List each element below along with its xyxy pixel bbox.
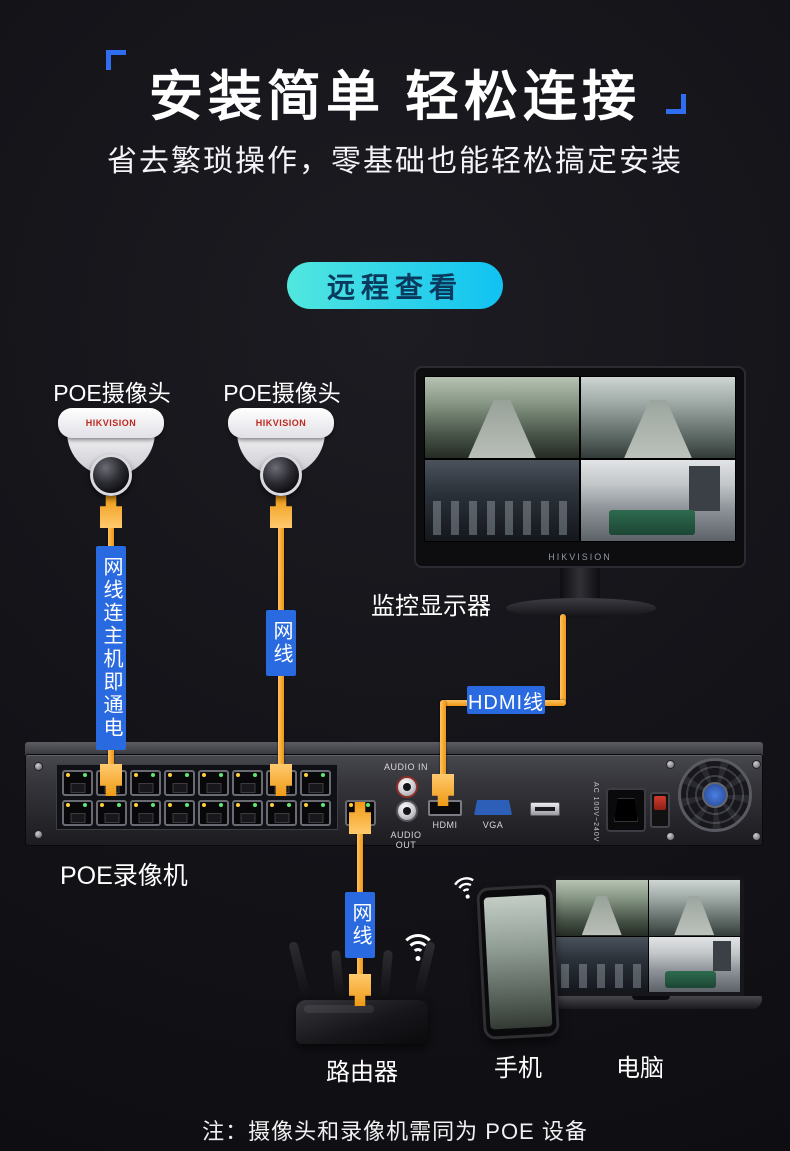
- router-antenna: [379, 949, 393, 1007]
- screw-icon: [666, 832, 675, 841]
- ethernet-port: [130, 770, 161, 796]
- camera-feed-2: [648, 880, 740, 936]
- ethernet-port: [232, 800, 263, 826]
- camera2-label: POE摄像头: [223, 380, 341, 406]
- screw-icon: [752, 760, 761, 769]
- rca-jack-icon: [396, 800, 418, 822]
- poe-camera-1: HIKVISION: [52, 408, 170, 498]
- cable1-tag: 网线连主机即通电: [96, 546, 126, 750]
- camera-brand-text: HIKVISION: [255, 418, 307, 428]
- camera-feed-3: [425, 460, 579, 541]
- ethernet-port: [266, 800, 297, 826]
- ethernet-port: [164, 770, 195, 796]
- router-antenna: [331, 949, 345, 1007]
- road-graphic: [581, 895, 622, 936]
- camera-cap: HIKVISION: [228, 408, 334, 438]
- screw-icon: [34, 762, 43, 771]
- phone-screen: [483, 894, 553, 1030]
- vga-port-label: VGA: [482, 820, 504, 830]
- hdmi-port-label: HDMI: [432, 820, 458, 830]
- poe-camera-2: HIKVISION: [222, 408, 340, 498]
- road-graphic: [674, 895, 715, 936]
- monitor-stand-neck: [560, 566, 600, 602]
- camera1-label: POE摄像头: [53, 380, 171, 406]
- ethernet-port: [96, 800, 127, 826]
- ethernet-port-grid: [62, 770, 331, 826]
- router: [288, 940, 436, 1044]
- wifi-icon: [398, 934, 438, 966]
- monitor-label: 监控显示器: [371, 593, 491, 620]
- screw-icon: [34, 830, 43, 839]
- ethernet-port: [198, 800, 229, 826]
- router-label: 路由器: [326, 1059, 398, 1086]
- hdmi-cable-tag: HDMI线: [467, 686, 545, 714]
- footer-note: 注：摄像头和录像机需同为 POE 设备: [202, 1119, 588, 1144]
- smartphone: [476, 884, 560, 1040]
- camera-lens-icon: [90, 454, 132, 496]
- monitor-brand-text: HIKVISION: [548, 552, 612, 562]
- camera-feed-4: [648, 936, 740, 992]
- phone-label: 手机: [494, 1055, 542, 1082]
- ethernet-port: [300, 800, 331, 826]
- camera-lens-icon: [260, 454, 302, 496]
- screw-icon: [752, 832, 761, 841]
- router-body: [296, 1000, 428, 1044]
- ethernet-port: [300, 770, 331, 796]
- ethernet-port: [62, 770, 93, 796]
- hdmi-cable-segment: [560, 614, 566, 704]
- hdmi-cable-segment: [440, 700, 446, 778]
- camera-feed-1: [425, 377, 579, 458]
- cable2-tag: 网线: [266, 610, 296, 676]
- rj45-plug-icon: [270, 496, 292, 528]
- ethernet-port: [232, 770, 263, 796]
- ethernet-port: [62, 800, 93, 826]
- remote-view-pill: 远程查看: [286, 262, 504, 309]
- camera-feed-2: [581, 377, 735, 458]
- fan-hub: [702, 782, 728, 808]
- table-graphic: [608, 510, 695, 535]
- table-graphic: [664, 970, 717, 988]
- usb-port: [530, 802, 560, 816]
- title-accent-bracket-bottom-right: [666, 94, 686, 114]
- ethernet-port: [198, 770, 229, 796]
- power-switch: [650, 792, 670, 828]
- page-title: 安装简单 轻松连接: [148, 67, 641, 127]
- cooling-fan-icon: [678, 758, 752, 832]
- audio-out-label: AUDIO OUT: [390, 830, 422, 850]
- camera-feed-3: [556, 936, 648, 992]
- page-subtitle: 省去繁琐操作，零基础也能轻松搞定安装: [107, 145, 683, 178]
- screw-icon: [666, 760, 675, 769]
- laptop-label: 电脑: [616, 1055, 664, 1082]
- audio-in-label: AUDIO IN: [383, 762, 428, 772]
- monitor-screen: [424, 376, 736, 542]
- road-graphic: [468, 399, 536, 458]
- camera-brand-text: HIKVISION: [85, 418, 137, 428]
- title-accent-bracket-top-left: [106, 50, 126, 70]
- camera-cap: HIKVISION: [58, 408, 164, 438]
- power-rating-text: AC 100V~240V: [592, 782, 599, 843]
- nvr-top-face: [25, 742, 763, 756]
- router-antenna: [288, 940, 313, 1008]
- camera-feed-4: [581, 460, 735, 541]
- rj45-plug-icon: [100, 496, 122, 528]
- rca-jack-icon: [396, 776, 418, 798]
- ethernet-port: [130, 800, 161, 826]
- road-graphic: [624, 399, 692, 458]
- monitor-stand-base: [506, 598, 656, 618]
- cable3-tag: 网线: [345, 892, 375, 958]
- nvr-label: POE录像机: [60, 862, 188, 890]
- power-socket: [606, 788, 646, 832]
- ethernet-port: [164, 800, 195, 826]
- laptop-screen: [552, 876, 744, 996]
- laptop-base: [540, 996, 762, 1009]
- camera-feed-1: [556, 880, 648, 936]
- vga-port: [474, 800, 512, 815]
- surveillance-monitor: HIKVISION: [414, 366, 746, 568]
